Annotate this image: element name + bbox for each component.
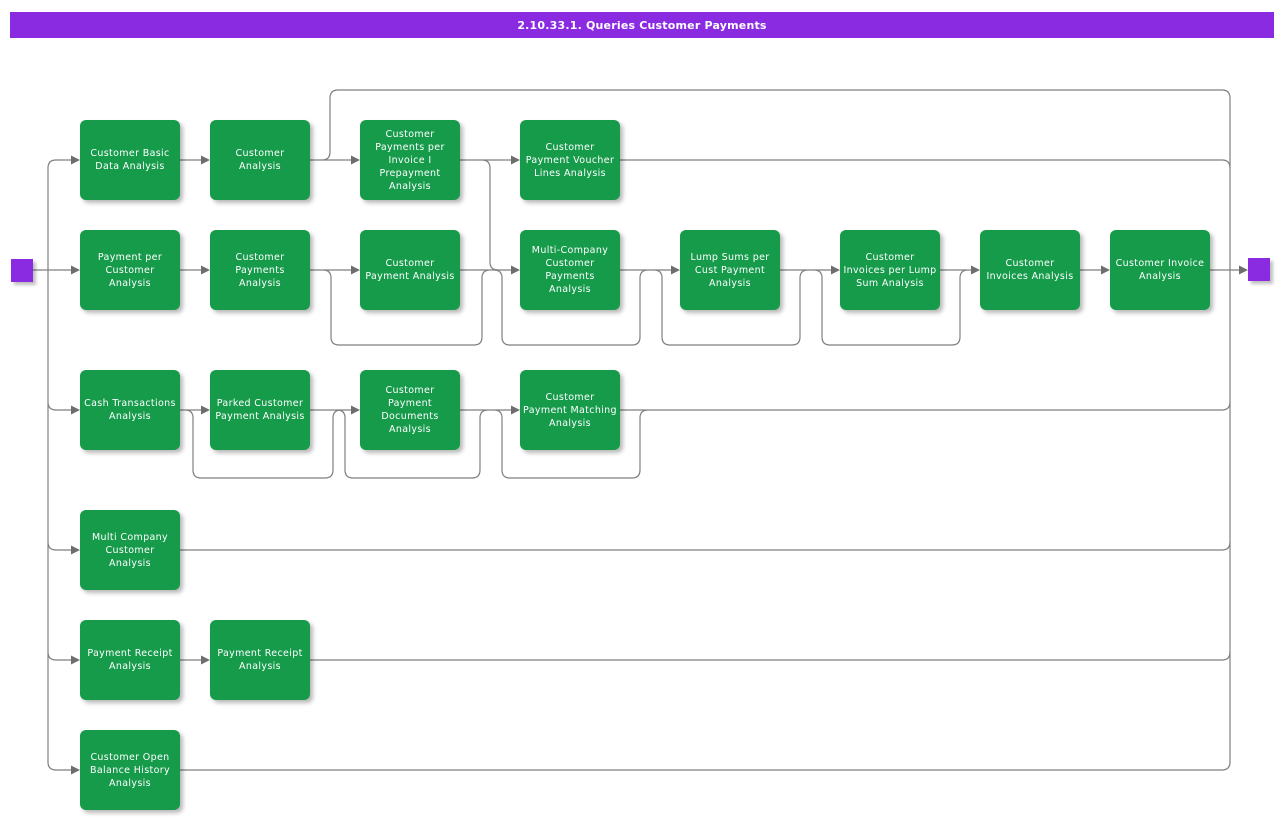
- arrowhead-icon: [511, 155, 520, 165]
- row1-lines: [179, 89, 1231, 271]
- node-customer-invoice-analysis[interactable]: Customer Invoice Analysis: [1110, 230, 1210, 310]
- node-customer-invoices-per-lump-sum-analysis[interactable]: Customer Invoices per Lump Sum Analysis: [840, 230, 940, 310]
- arrowhead-icon: [351, 405, 360, 415]
- arrowhead-icon: [201, 655, 210, 665]
- node-customer-open-balance-history-analysis[interactable]: Customer Open Balance History Analysis: [80, 730, 180, 810]
- node-parked-customer-payment-analysis[interactable]: Parked Customer Payment Analysis: [210, 370, 310, 450]
- title-text: 2.10.33.1. Queries Customer Payments: [517, 18, 767, 32]
- left-trunk-lines: [31, 159, 72, 771]
- node-customer-payments-per-invoice-i-prepayment-analysis[interactable]: Customer Payments per Invoice I Prepayme…: [360, 120, 460, 200]
- process-start-node[interactable]: [11, 259, 33, 282]
- node-customer-payment-documents-analysis[interactable]: Customer Payment Documents Analysis: [360, 370, 460, 450]
- arrowhead-icon: [1239, 265, 1248, 275]
- arrowhead-icon: [671, 265, 680, 275]
- process-end-node[interactable]: [1248, 258, 1270, 281]
- node-payment-receipt-analysis[interactable]: Payment Receipt Analysis: [210, 620, 310, 700]
- arrowhead-icon: [201, 155, 210, 165]
- arrowhead-icon: [71, 545, 80, 555]
- node-payment-per-customer-analysis[interactable]: Payment per Customer Analysis: [80, 230, 180, 310]
- node-customer-payment-voucher-lines-analysis[interactable]: Customer Payment Voucher Lines Analysis: [520, 120, 620, 200]
- arrowhead-icon: [971, 265, 980, 275]
- arrowhead-icon: [201, 405, 210, 415]
- row3-lines: [179, 401, 1231, 479]
- arrowhead-icon: [71, 265, 80, 275]
- node-customer-payments-analysis[interactable]: Customer Payments Analysis: [210, 230, 310, 310]
- arrowhead-icon: [71, 765, 80, 775]
- node-customer-payment-matching-analysis[interactable]: Customer Payment Matching Analysis: [520, 370, 620, 450]
- node-lump-sums-per-cust-payment-analysis[interactable]: Lump Sums per Cust Payment Analysis: [680, 230, 780, 310]
- arrowhead-icon: [351, 155, 360, 165]
- arrowhead-icon: [511, 265, 520, 275]
- arrowhead-icon: [71, 405, 80, 415]
- arrowhead-icon: [351, 265, 360, 275]
- arrowhead-icon: [71, 655, 80, 665]
- arrowhead-icon: [1101, 265, 1110, 275]
- node-customer-invoices-analysis[interactable]: Customer Invoices Analysis: [980, 230, 1080, 310]
- node-multi-company-customer-analysis[interactable]: Multi Company Customer Analysis: [80, 510, 180, 590]
- arrowhead-icon: [71, 155, 80, 165]
- node-multi-company-customer-payments-analysis[interactable]: Multi-Company Customer Payments Analysis: [520, 230, 620, 310]
- arrowhead-icon: [201, 265, 210, 275]
- node-customer-payment-analysis[interactable]: Customer Payment Analysis: [360, 230, 460, 310]
- arrowhead-icon: [511, 405, 520, 415]
- node-cash-transactions-analysis[interactable]: Cash Transactions Analysis: [80, 370, 180, 450]
- node-customer-basic-data-analysis[interactable]: Customer Basic Data Analysis: [80, 120, 180, 200]
- title-bar: 2.10.33.1. Queries Customer Payments: [10, 12, 1274, 38]
- arrowheads: [71, 155, 1248, 775]
- row456-lines: [179, 541, 1231, 771]
- arrowhead-icon: [831, 265, 840, 275]
- node-customer-analysis[interactable]: Customer Analysis: [210, 120, 310, 200]
- node-payment-receipt-analysis[interactable]: Payment Receipt Analysis: [80, 620, 180, 700]
- row2-lines: [179, 269, 1240, 346]
